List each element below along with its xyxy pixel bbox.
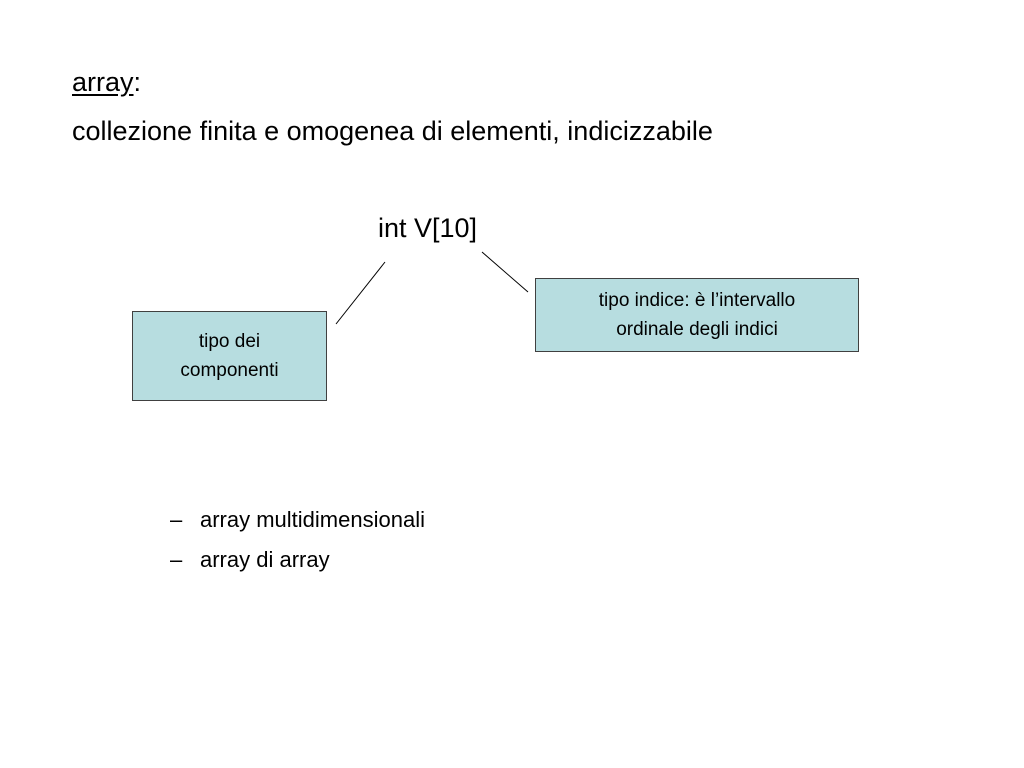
- slide-heading: array:: [72, 62, 141, 102]
- callout-component-type-text: tipo dei componenti: [180, 327, 278, 385]
- list-item: – array di array: [170, 540, 425, 580]
- bullet-list: – array multidimensionali – array di arr…: [170, 500, 425, 580]
- heading-colon: :: [133, 67, 142, 97]
- callout-index-line1: tipo indice: è l’intervallo: [598, 290, 796, 311]
- callout-component-line1: tipo dei: [198, 331, 261, 352]
- bullet-dash: –: [170, 547, 183, 572]
- callout-index-line2: ordinale degli indici: [616, 319, 778, 340]
- heading-term: array: [72, 67, 134, 97]
- connector-to-components: [335, 261, 386, 325]
- bullet-text: array di array: [200, 547, 330, 572]
- list-item: – array multidimensionali: [170, 500, 425, 540]
- bullet-dash: –: [170, 507, 183, 532]
- bullet-text: array multidimensionali: [200, 507, 425, 532]
- callout-component-type: tipo dei componenti: [132, 311, 327, 401]
- connector-to-index: [481, 251, 529, 293]
- callout-component-line2: componenti: [180, 360, 279, 381]
- code-declaration: int V[10]: [378, 213, 478, 243]
- callout-index-type: tipo indice: è l’intervallo ordinale deg…: [535, 278, 859, 352]
- definition-text: collezione finita e omogenea di elementi…: [72, 116, 713, 146]
- callout-index-type-text: tipo indice: è l’intervallo ordinale deg…: [599, 286, 795, 344]
